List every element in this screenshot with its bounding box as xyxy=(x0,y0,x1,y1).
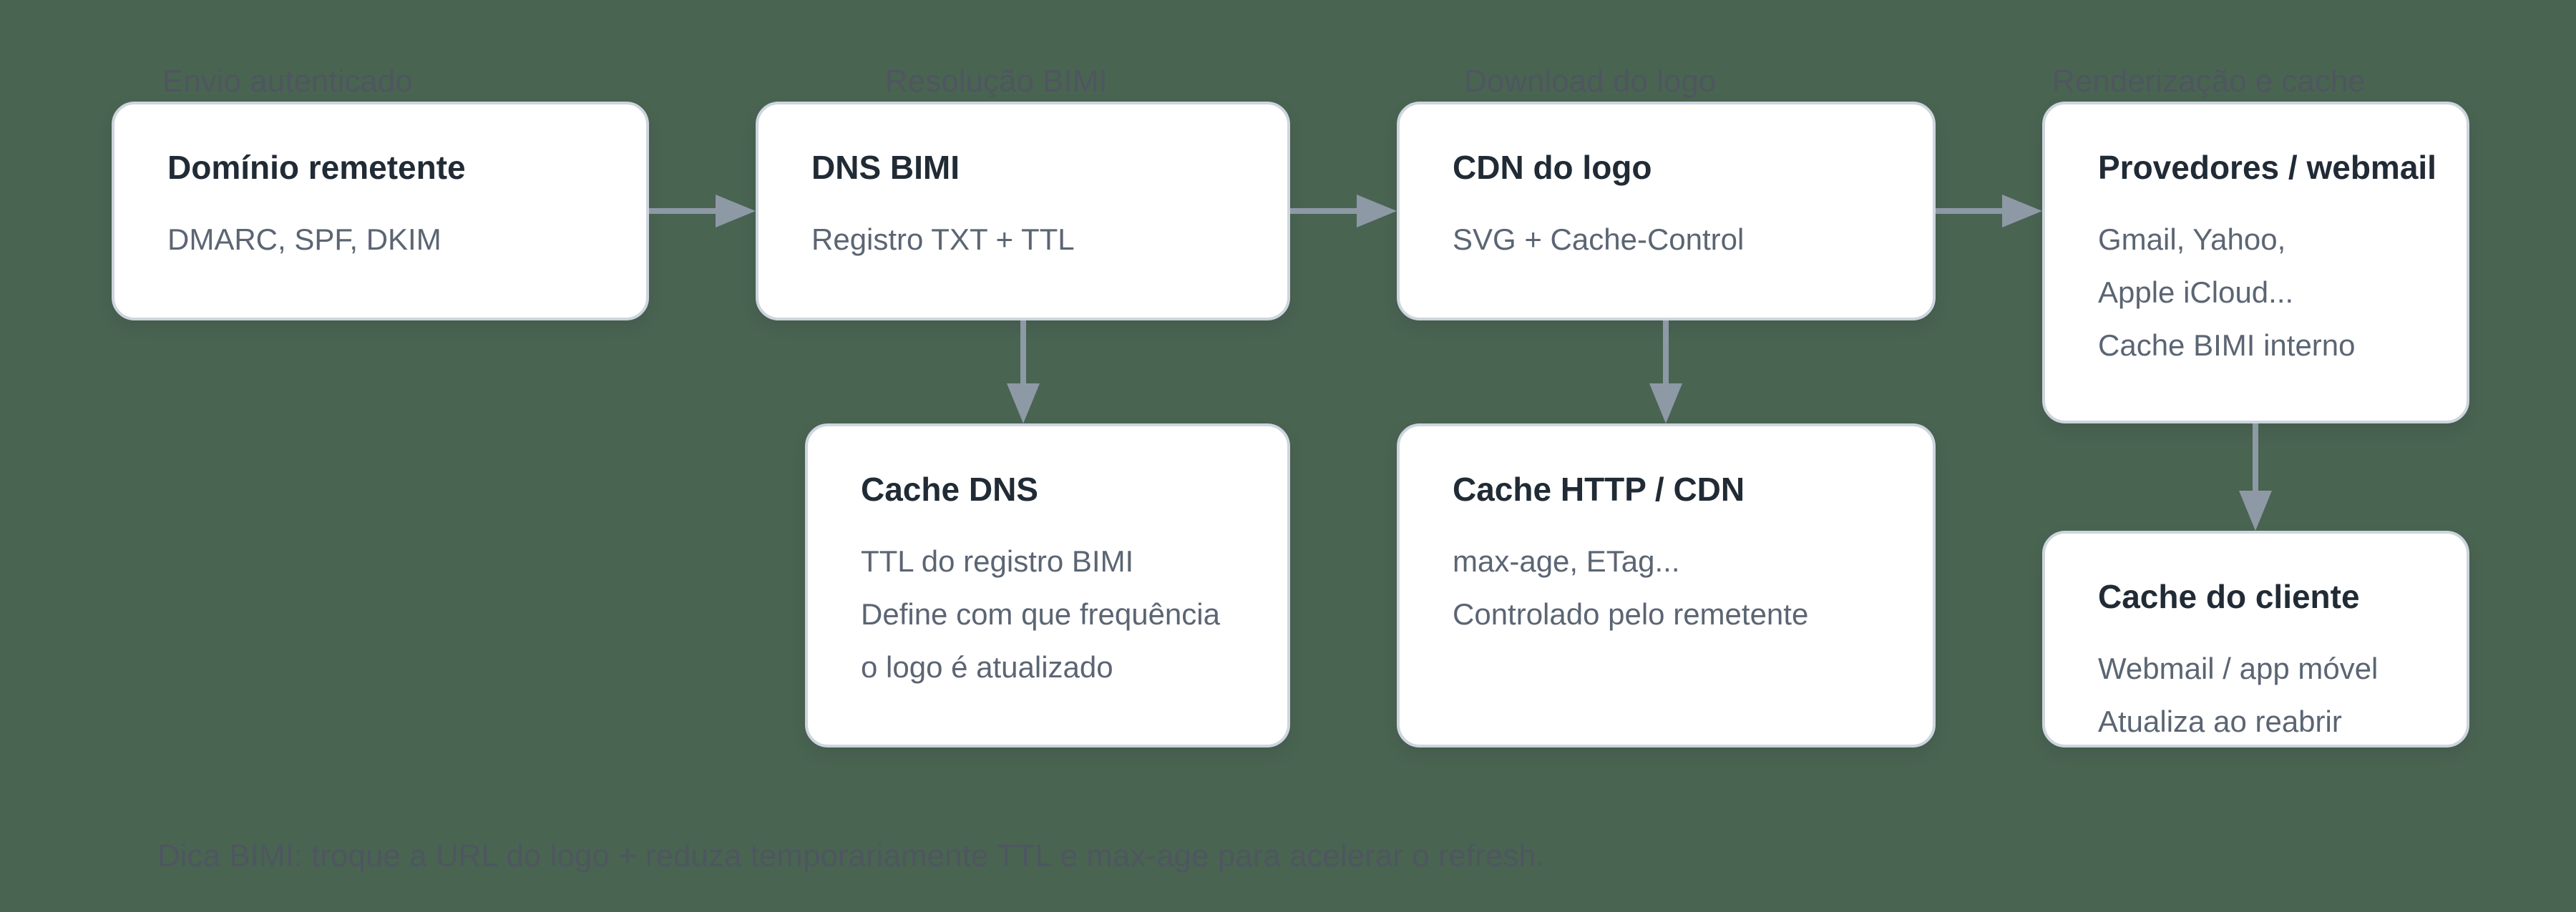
node-provedores-webmail: Provedores / webmail Gmail, Yahoo, Apple… xyxy=(2042,102,2469,423)
arrowhead-down-icon xyxy=(1649,383,1682,423)
arrowhead-down-icon xyxy=(1007,383,1040,423)
flow-caption: Dica BIMI: troque a URL do logo + reduza… xyxy=(157,838,1545,873)
node-detail: Cache BIMI interno xyxy=(2098,328,2356,362)
node-dns-bimi: DNS BIMI Registro TXT + TTL xyxy=(756,102,1290,320)
node-detail: Webmail / app móvel xyxy=(2098,652,2379,685)
node-detail: SVG + Cache-Control xyxy=(1453,222,1745,256)
node-detail: max-age, ETag... xyxy=(1453,544,1680,578)
stage-label-download-do-logo: Download do logo xyxy=(1464,64,1717,99)
node-detail: TTL do registro BIMI xyxy=(861,544,1134,578)
node-cache-http-cdn: Cache HTTP / CDN max-age, ETag... Contro… xyxy=(1397,423,1936,747)
node-detail: Registro TXT + TTL xyxy=(811,222,1075,256)
arrowhead-down-icon xyxy=(2239,491,2272,531)
node-cache-do-cliente: Cache do cliente Webmail / app móvel Atu… xyxy=(2042,531,2469,747)
arrowhead-right-icon xyxy=(716,195,756,227)
node-title: Provedores / webmail xyxy=(2098,149,2436,186)
node-detail: Gmail, Yahoo, xyxy=(2098,222,2286,256)
stage-label-resolucao-bimi: Resolução BIMI xyxy=(885,64,1108,99)
node-cdn-do-logo: CDN do logo SVG + Cache-Control xyxy=(1397,102,1936,320)
node-detail: Atualiza ao reabrir xyxy=(2098,705,2342,738)
arrowhead-right-icon xyxy=(1357,195,1397,227)
node-title: Cache DNS xyxy=(861,471,1038,508)
node-title: DNS BIMI xyxy=(811,149,960,186)
node-detail: Define com que frequência xyxy=(861,597,1220,631)
stage-label-renderizacao-e-cache: Renderização e cache xyxy=(2052,64,2366,99)
node-detail: DMARC, SPF, DKIM xyxy=(167,222,441,256)
node-title: Domínio remetente xyxy=(167,149,466,186)
node-title: CDN do logo xyxy=(1453,149,1652,186)
node-detail: Controlado pelo remetente xyxy=(1453,597,1809,631)
node-title: Cache HTTP / CDN xyxy=(1453,471,1745,508)
node-detail: Apple iCloud... xyxy=(2098,275,2294,309)
node-cache-dns: Cache DNS TTL do registro BIMI Define co… xyxy=(805,423,1290,747)
node-title: Cache do cliente xyxy=(2098,578,2360,615)
node-detail: o logo é atualizado xyxy=(861,650,1113,684)
stage-label-envio-autenticado: Envio autenticado xyxy=(162,64,413,99)
arrowhead-right-icon xyxy=(2002,195,2042,227)
node-dominio-remetente: Domínio remetente DMARC, SPF, DKIM xyxy=(112,102,649,320)
